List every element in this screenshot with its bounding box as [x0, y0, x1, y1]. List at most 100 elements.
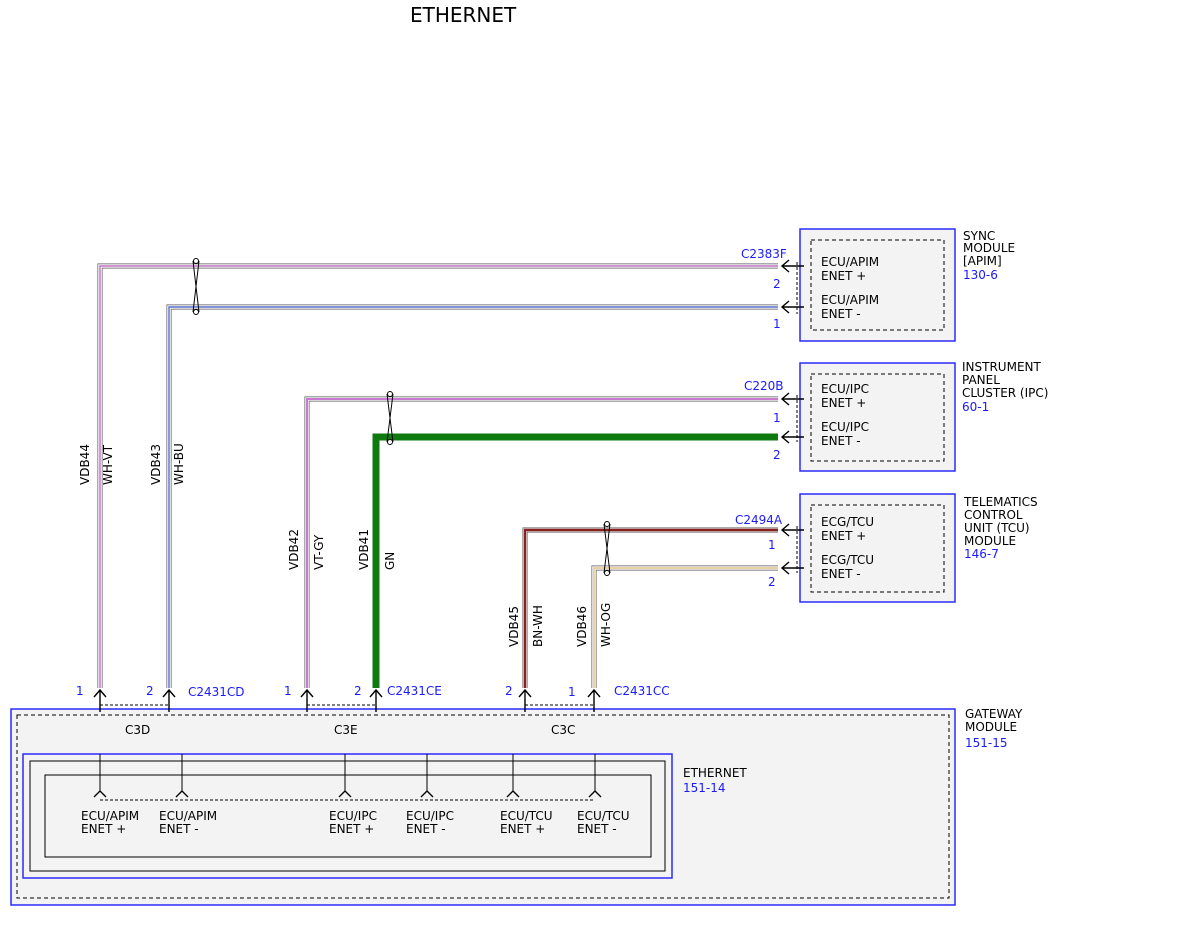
twist-ipc-top [387, 391, 393, 397]
ipc-pin1-num: 1 [773, 411, 781, 425]
terminal-4-line1: ECU/IPC [406, 809, 454, 823]
terminal-1-line1: ECU/APIM [81, 809, 139, 823]
sync-pin1-line1: ECU/APIM [821, 293, 879, 307]
twist-sync-bottom [193, 309, 199, 315]
ethernet-ref: 151-14 [683, 781, 726, 795]
module-pin-arrow-3 [780, 392, 804, 406]
terminal-arrow-5 [506, 790, 520, 798]
sync-name-3: [APIM] [963, 254, 1002, 268]
twist-tcu [603, 523, 611, 574]
wire-vdb44-outline [97, 263, 778, 688]
gateway-sub-c3c: C3C [551, 723, 575, 737]
terminal-5-line2: ENET + [500, 822, 545, 836]
terminal-2-line2: ENET - [159, 822, 199, 836]
sync-name-2: MODULE [963, 241, 1015, 255]
ipc-name-2: PANEL [962, 373, 1000, 387]
wire-vdb43-color: WH-BU [172, 443, 186, 485]
wire-vdb46-outline [591, 565, 778, 688]
terminal-1-line2: ENET + [81, 822, 126, 836]
terminal-5-line1: ECU/TCU [500, 809, 553, 823]
twist-tcu-bottom [604, 570, 610, 576]
gateway-pin-arrow-4 [369, 688, 383, 712]
tcu-name-1: TELEMATICS [963, 495, 1038, 509]
diagram-title: ETHERNET [410, 3, 517, 27]
gateway-pin-arrow-1 [93, 688, 107, 712]
wire-vdb46-circuit: VDB46 [575, 606, 589, 647]
module-pin-arrow-4 [780, 430, 804, 444]
tcu-pin1-num: 1 [768, 538, 776, 552]
twist-ipc [386, 393, 394, 443]
ipc-name-1: INSTRUMENT [962, 360, 1041, 374]
ipc-pin2-line2: ENET - [821, 434, 861, 448]
wire-vdb43-tracer [168, 306, 778, 688]
gateway-module-inner [16, 714, 950, 899]
ipc-pin2-num: 2 [773, 448, 781, 462]
wire-vdb44 [98, 264, 778, 688]
gateway-ref: 151-15 [965, 736, 1008, 750]
wire-vdb44-circuit: VDB44 [78, 444, 92, 485]
sync-name-1: SYNC [963, 229, 995, 243]
wires-layer [93, 258, 804, 801]
terminal-2-line1: ECU/APIM [159, 809, 217, 823]
terminal-arrow-2 [175, 790, 189, 798]
terminal-arrow-4 [420, 790, 434, 798]
wire-vdb46-tracer [593, 567, 778, 688]
sync-pin1-num: 1 [773, 317, 781, 331]
gateway-connector-c2431cd: C2431CD [188, 685, 245, 699]
wire-vdb46-color: WH-OG [599, 603, 613, 647]
twist-tcu-top [604, 521, 610, 527]
wire-vdb46 [592, 566, 778, 688]
gateway-name-2: MODULE [965, 720, 1017, 734]
tcu-pin1-line1: ECG/TCU [821, 515, 874, 529]
twist-sync [192, 260, 200, 313]
module-pin-arrow-6 [780, 561, 804, 575]
sync-pin1-line2: ENET - [821, 307, 861, 321]
wire-vdb41 [372, 433, 778, 688]
tcu-module-inner [810, 504, 945, 593]
terminal-arrow-3 [338, 790, 352, 798]
gateway-ce-pin-a: 1 [284, 684, 292, 698]
gateway-sub-c3e: C3E [334, 723, 358, 737]
wire-vdb45-fill [523, 528, 778, 688]
ethernet-submodule-frame [29, 760, 666, 872]
ipc-name-3: CLUSTER (IPC) [962, 386, 1048, 400]
gateway-ce-pin-b: 2 [354, 684, 362, 698]
gateway-connector-c2431ce: C2431CE [387, 684, 442, 698]
gateway-cc-pin-a: 2 [505, 684, 513, 698]
tcu-name-2: CONTROL [964, 508, 1023, 522]
gateway-cd-pin-b: 2 [146, 684, 154, 698]
wire-labels: VDB44 WH-VT VDB43 WH-BU VDB42 VT-GY VDB4… [78, 443, 613, 647]
gateway-cd-pin-a: 1 [76, 684, 84, 698]
wire-vdb43-outline [166, 304, 778, 688]
sync-ref: 130-6 [963, 268, 998, 282]
ipc-pin1-line1: ECU/IPC [821, 382, 869, 396]
gateway-pin-arrow-5 [518, 688, 532, 712]
sync-pin2-line2: ENET + [821, 269, 866, 283]
wire-vdb45-circuit: VDB45 [507, 606, 521, 647]
terminal-arrow-6 [588, 790, 602, 798]
module-pin-arrow-2 [780, 300, 804, 314]
ethernet-name: ETHERNET [683, 766, 747, 780]
tcu-name-3: UNIT (TCU) [964, 521, 1030, 535]
terminal-4-line2: ENET - [406, 822, 446, 836]
gateway-module: GATEWAY MODULE 151-15 ETHERNET 151-14 C3… [10, 684, 1023, 906]
wire-vdb42-color: VT-GY [312, 534, 326, 570]
wire-vdb41-color: GN [383, 552, 397, 570]
terminal-6-line2: ENET - [577, 822, 617, 836]
tcu-pin2-line2: ENET - [821, 567, 861, 581]
wire-vdb43-circuit: VDB43 [149, 444, 163, 485]
ipc-module-box [799, 362, 956, 472]
ipc-module: ECU/IPC ENET + ECU/IPC ENET - INSTRUMENT… [744, 360, 1048, 472]
wire-vdb43 [167, 305, 778, 688]
tcu-ref: 146-7 [964, 547, 999, 561]
terminal-arrow-1 [93, 790, 107, 798]
tcu-pin1-line2: ENET + [821, 529, 866, 543]
twist-sync-top [193, 258, 199, 264]
wire-vdb45 [523, 528, 778, 688]
wire-vdb45-outline [522, 527, 778, 688]
tcu-module: ECG/TCU ENET + ECG/TCU ENET - TELEMATICS… [735, 493, 1038, 603]
tcu-pin2-num: 2 [768, 575, 776, 589]
module-pin-arrow-1 [780, 259, 804, 273]
module-pin-arrow-5 [780, 523, 804, 537]
